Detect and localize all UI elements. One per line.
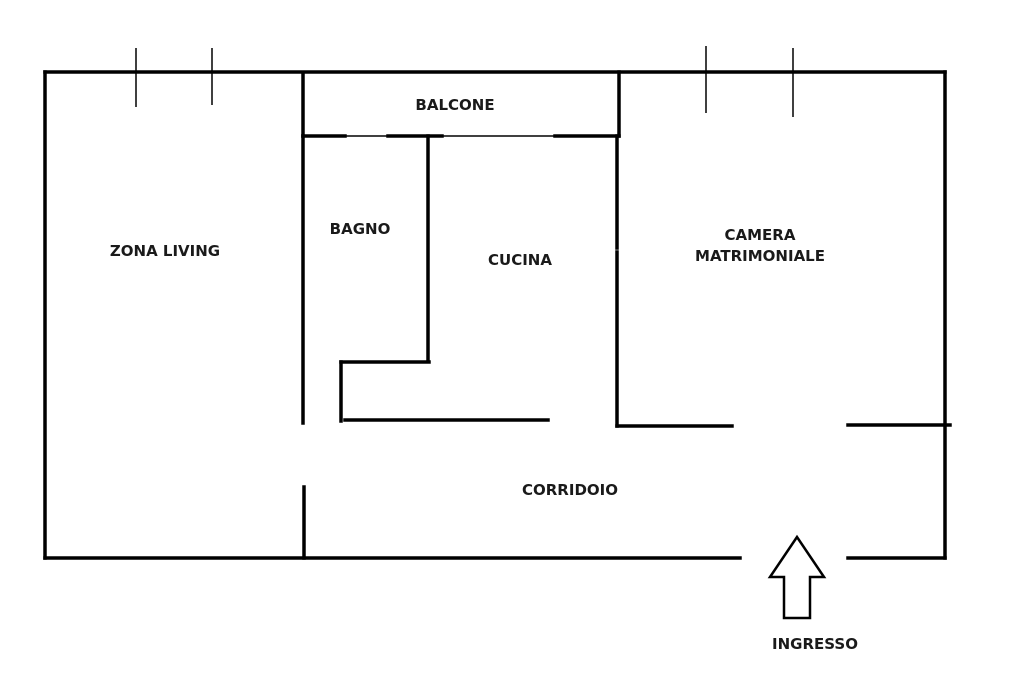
bagno-cucina-walls (339, 134, 550, 423)
room-label-camera-line1: CAMERA (724, 226, 796, 244)
living-wall (301, 134, 306, 560)
room-label-camera-matrimoniale: CAMERA MATRIMONIALE (680, 225, 840, 267)
window-marks (135, 46, 794, 117)
balcone-walls (301, 70, 621, 138)
room-label-bagno: BAGNO (329, 220, 391, 238)
room-label-cucina: CUCINA (488, 251, 552, 269)
room-label-balcone: BALCONE (415, 96, 495, 114)
room-label-corridoio: CORRIDOIO (522, 481, 618, 499)
entrance-label: INGRESSO (772, 635, 858, 653)
camera-walls (615, 134, 952, 428)
room-label-zona-living: ZONA LIVING (109, 242, 221, 260)
outer-walls (43, 70, 947, 560)
room-label-camera-line2: MATRIMONIALE (695, 247, 825, 265)
up-arrow-icon (767, 534, 827, 620)
